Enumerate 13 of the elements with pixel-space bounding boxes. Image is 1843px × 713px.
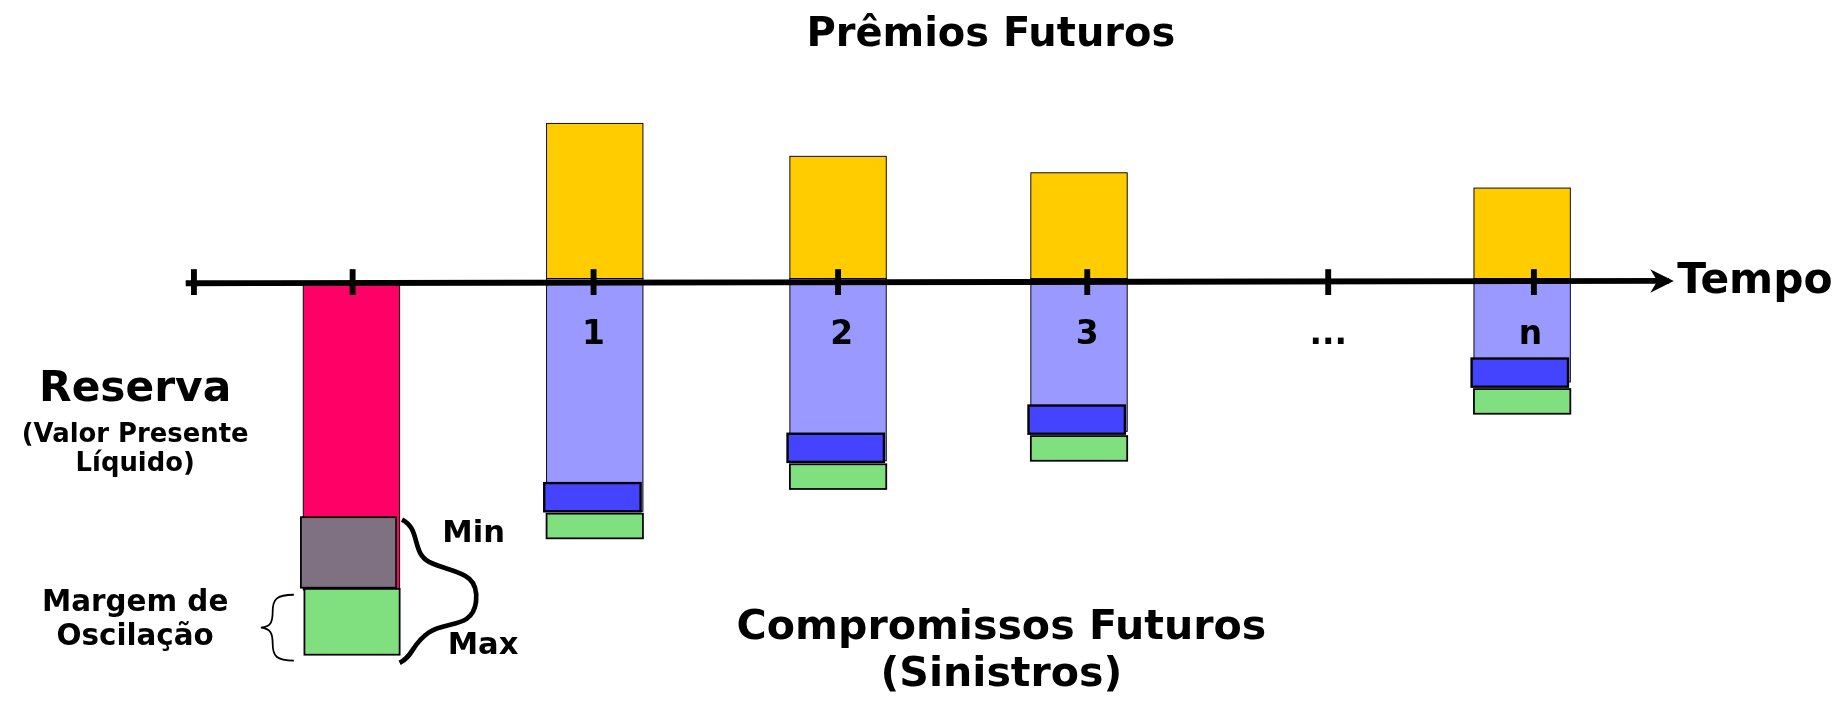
max-label: Max bbox=[446, 626, 520, 662]
period-number: 2 bbox=[829, 315, 855, 353]
axis-label: Tempo bbox=[1676, 253, 1834, 303]
reserve-label: Reserva bbox=[38, 362, 233, 411]
period-number: ... bbox=[1308, 315, 1348, 353]
period-number: 1 bbox=[581, 315, 606, 353]
margin-label: Margem de Oscilação bbox=[41, 585, 230, 653]
min-label: Min bbox=[441, 514, 506, 550]
commitments-label: Compromissos Futuros (Sinistros) bbox=[735, 601, 1268, 697]
period-number: n bbox=[1517, 315, 1544, 353]
reserve-note: (Valor Presente Líquido) bbox=[20, 418, 250, 478]
heading-label: Prêmios Futuros bbox=[805, 9, 1177, 56]
period-number: 3 bbox=[1074, 315, 1100, 353]
